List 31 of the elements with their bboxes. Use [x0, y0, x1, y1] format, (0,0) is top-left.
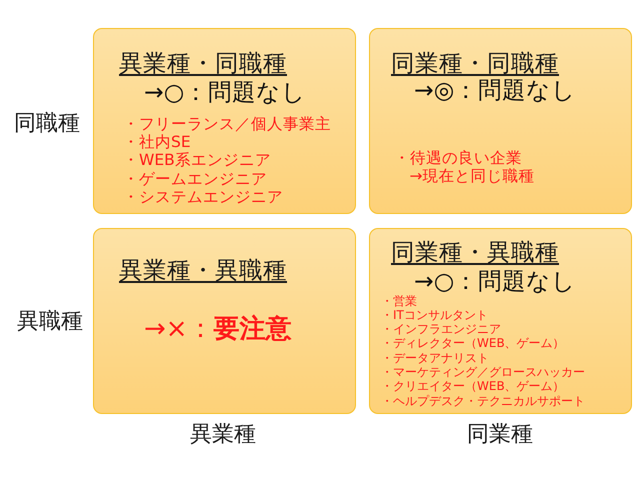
- quadrant-box: [369, 28, 632, 214]
- list-item: ・システムエンジニア: [123, 188, 283, 206]
- list-item: ・フリーランス／個人事業主: [123, 116, 331, 132]
- quadrant-box: [93, 28, 356, 214]
- list-item: ・ヘルプデスク・テクニカルサポート: [381, 394, 585, 408]
- heading: 異業種・異職種: [119, 258, 287, 286]
- result-text: →×：要注意: [144, 314, 292, 344]
- axis-label: 異職種: [17, 310, 83, 334]
- list-item: ・営業: [381, 294, 417, 308]
- list-item: ・データアナリスト: [381, 352, 489, 365]
- axis-label: 同職種: [14, 112, 80, 136]
- heading: 同業種・異職種: [391, 240, 559, 268]
- list-item: →現在と同じ職種: [410, 168, 534, 184]
- list-item: ・待遇の良い企業: [394, 150, 522, 166]
- quadrant-box: [369, 228, 632, 414]
- quadrant-box: [93, 228, 356, 414]
- list-item: ・ITコンサルタント: [381, 308, 488, 322]
- result-text: →○：問題なし: [144, 80, 306, 106]
- axis-label: 同業種: [467, 423, 533, 447]
- list-item: ・ディレクター（WEB、ゲーム）: [381, 337, 565, 350]
- list-item: ・マーケティング／グロースハッカー: [381, 366, 585, 379]
- list-item: ・クリエイター（WEB、ゲーム）: [381, 380, 565, 394]
- axis-label: 異業種: [190, 423, 256, 447]
- list-item: ・ゲームエンジニア: [123, 170, 267, 188]
- result-text: →◎：問題なし: [414, 78, 576, 104]
- list-item: ・社内SE: [123, 134, 191, 151]
- heading: 同業種・同職種: [391, 51, 559, 79]
- list-item: ・インフラエンジニア: [381, 323, 501, 336]
- result-text: →○：問題なし: [414, 269, 576, 295]
- list-item: ・WEB系エンジニア: [123, 152, 271, 169]
- heading: 異業種・同職種: [119, 51, 287, 80]
